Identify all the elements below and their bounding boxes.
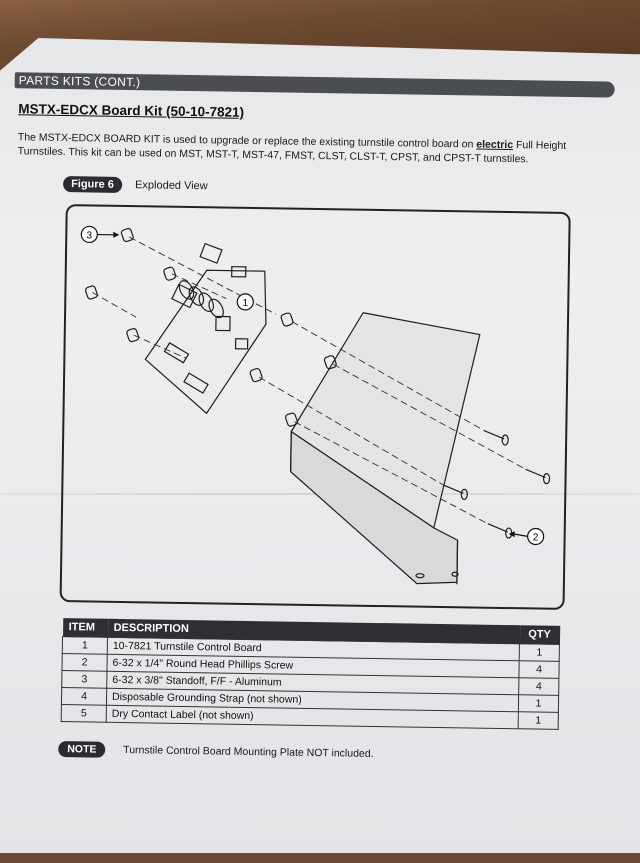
note-badge: NOTE [58, 741, 105, 758]
screw [525, 469, 549, 483]
row-item: 5 [61, 705, 106, 723]
standoff [121, 228, 134, 243]
row-qty: 1 [519, 644, 559, 662]
row-item: 4 [61, 688, 106, 706]
control-board [145, 269, 267, 414]
section-label: PARTS KITS (CONT.) [19, 73, 141, 89]
header-qty: QTY [519, 625, 559, 644]
row-item: 3 [62, 671, 107, 689]
svg-text:2: 2 [533, 532, 539, 543]
row-qty: 4 [519, 678, 559, 696]
standoff [163, 266, 176, 281]
standoff [280, 312, 293, 327]
standoff [285, 412, 298, 427]
screw [443, 485, 467, 499]
header-item: ITEM [63, 618, 108, 637]
callout-3: 3 [81, 226, 119, 243]
row-qty: 1 [518, 712, 558, 730]
exploded-view-figure: 3 1 2 [60, 204, 571, 610]
svg-text:1: 1 [242, 298, 248, 309]
svg-text:3: 3 [86, 230, 92, 241]
callout-2: 2 [509, 528, 544, 545]
standoff [126, 328, 139, 343]
row-item: 1 [62, 637, 107, 655]
callout-1: 1 [237, 294, 253, 310]
row-qty: 1 [518, 695, 558, 713]
exploded-view-drawing: 3 1 2 [62, 206, 569, 608]
standoff [85, 285, 98, 300]
screw [488, 524, 512, 538]
intro-paragraph: The MSTX-EDCX BOARD KIT is used to upgra… [18, 130, 613, 167]
row-item: 2 [62, 654, 107, 672]
screw [484, 431, 508, 445]
intro-emphasis: electric [476, 139, 513, 152]
kit-title: MSTX-EDCX Board Kit (50-10-7821) [18, 101, 244, 120]
figure-caption: Exploded View [135, 179, 208, 192]
standoff [249, 368, 262, 383]
row-qty: 4 [519, 661, 559, 679]
parts-table: ITEM DESCRIPTION QTY 1 10-7821 Turnstile… [61, 618, 561, 730]
note-text: Turnstile Control Board Mounting Plate N… [123, 744, 374, 760]
figure-badge: Figure 6 [63, 176, 122, 193]
